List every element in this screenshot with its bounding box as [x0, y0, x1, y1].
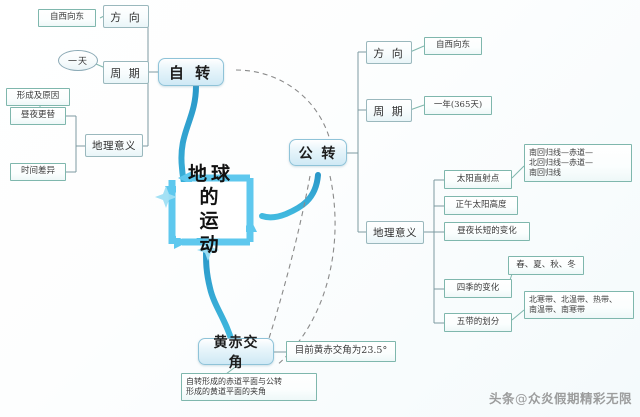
revolution-item-0-note-text: 南回归线—赤道— 北回归线—赤道— 南回归线	[529, 148, 593, 177]
node-ecliptic-angle-label: 黄赤交角	[213, 334, 259, 371]
revolution-period-value-text: 一年(365天)	[433, 99, 483, 110]
revolution-item-4[interactable]: 五带的划分	[444, 313, 512, 332]
revolution-period-value[interactable]: 一年(365天)	[424, 96, 492, 115]
ecliptic-angle-value-note[interactable]: 目前黄赤交角为23.5°	[286, 341, 396, 362]
revolution-item-4-note-text: 北寒带、北温带、热带、 南温带、南寒带	[529, 294, 617, 314]
revolution-item-4-text: 五带的划分	[456, 316, 500, 327]
revolution-item-2[interactable]: 昼夜长短的变化	[444, 222, 530, 241]
revolution-item-3[interactable]: 四季的变化	[444, 279, 512, 298]
rotation-direction-value[interactable]: 自西向东	[38, 9, 96, 27]
rotation-direction-value-text: 自西向东	[49, 12, 84, 23]
revolution-item-1-text: 正午太阳高度	[455, 199, 507, 210]
watermark-account: 众炎假期精彩无限	[527, 391, 632, 406]
rotation-significance-item-0-text: 形成及原因	[16, 91, 60, 102]
revolution-significance-label[interactable]: 地理意义	[366, 221, 424, 244]
node-ecliptic-angle[interactable]: 黄赤交角	[198, 335, 274, 371]
ecliptic-angle-definition-note-text: 自转形成的赤道平面与公转 形成的黄道平面的夹角	[186, 376, 282, 396]
node-revolution-label: 公 转	[298, 145, 338, 162]
revolution-direction-value[interactable]: 自西向东	[424, 37, 482, 55]
rotation-period-value[interactable]: 一天	[58, 50, 98, 71]
central-topic[interactable]: 地球的 运 动	[176, 163, 246, 256]
revolution-item-4-note[interactable]: 北寒带、北温带、热带、 南温带、南寒带	[524, 291, 634, 319]
rotation-period-value-text: 一天	[67, 57, 88, 67]
revolution-item-0-text: 太阳直射点	[456, 173, 500, 184]
ecliptic-angle-definition-note[interactable]: 自转形成的赤道平面与公转 形成的黄道平面的夹角	[181, 373, 317, 401]
rotation-period-label[interactable]: 周 期	[103, 61, 149, 84]
revolution-item-3-note-text: 春、夏、秋、冬	[516, 259, 576, 270]
revolution-item-3-note[interactable]: 春、夏、秋、冬	[508, 256, 584, 275]
rotation-period-text: 周 期	[110, 66, 142, 80]
rotation-significance-item-0[interactable]: 形成及原因	[6, 88, 70, 106]
revolution-item-3-text: 四季的变化	[456, 282, 500, 293]
revolution-item-2-text: 昼夜长短的变化	[457, 225, 517, 236]
revolution-period-text: 周 期	[373, 104, 405, 118]
rotation-significance-label[interactable]: 地理意义	[85, 134, 143, 157]
rotation-significance-item-1-text: 昼夜更替	[20, 110, 55, 121]
rotation-direction-label[interactable]: 方 向	[103, 5, 149, 28]
watermark: 头条@众炎假期精彩无限	[489, 388, 632, 407]
revolution-item-1[interactable]: 正午太阳高度	[444, 196, 518, 215]
revolution-direction-text: 方 向	[373, 46, 405, 60]
rotation-significance-item-2-text: 时间差异	[20, 166, 55, 177]
node-rotation[interactable]: 自 转	[158, 58, 224, 86]
node-rotation-label: 自 转	[168, 63, 214, 82]
watermark-source: 头条	[488, 391, 515, 406]
revolution-significance-text: 地理意义	[373, 227, 417, 239]
rotation-direction-text: 方 向	[110, 10, 142, 24]
rotation-significance-item-2[interactable]: 时间差异	[10, 163, 66, 181]
rotation-significance-item-1[interactable]: 昼夜更替	[10, 107, 66, 125]
node-revolution[interactable]: 公 转	[289, 139, 347, 166]
rotation-significance-text: 地理意义	[92, 140, 136, 152]
revolution-direction-value-text: 自西向东	[435, 40, 470, 51]
revolution-item-0[interactable]: 太阳直射点	[444, 170, 512, 189]
central-topic-line1: 地球的	[187, 162, 234, 209]
revolution-direction-label[interactable]: 方 向	[366, 41, 412, 64]
ecliptic-angle-value-note-text: 目前黄赤交角为23.5°	[294, 345, 388, 357]
watermark-at: @	[514, 391, 528, 406]
revolution-period-label[interactable]: 周 期	[366, 99, 412, 122]
revolution-item-0-note[interactable]: 南回归线—赤道— 北回归线—赤道— 南回归线	[524, 144, 632, 182]
central-topic-line2: 运 动	[199, 210, 223, 256]
